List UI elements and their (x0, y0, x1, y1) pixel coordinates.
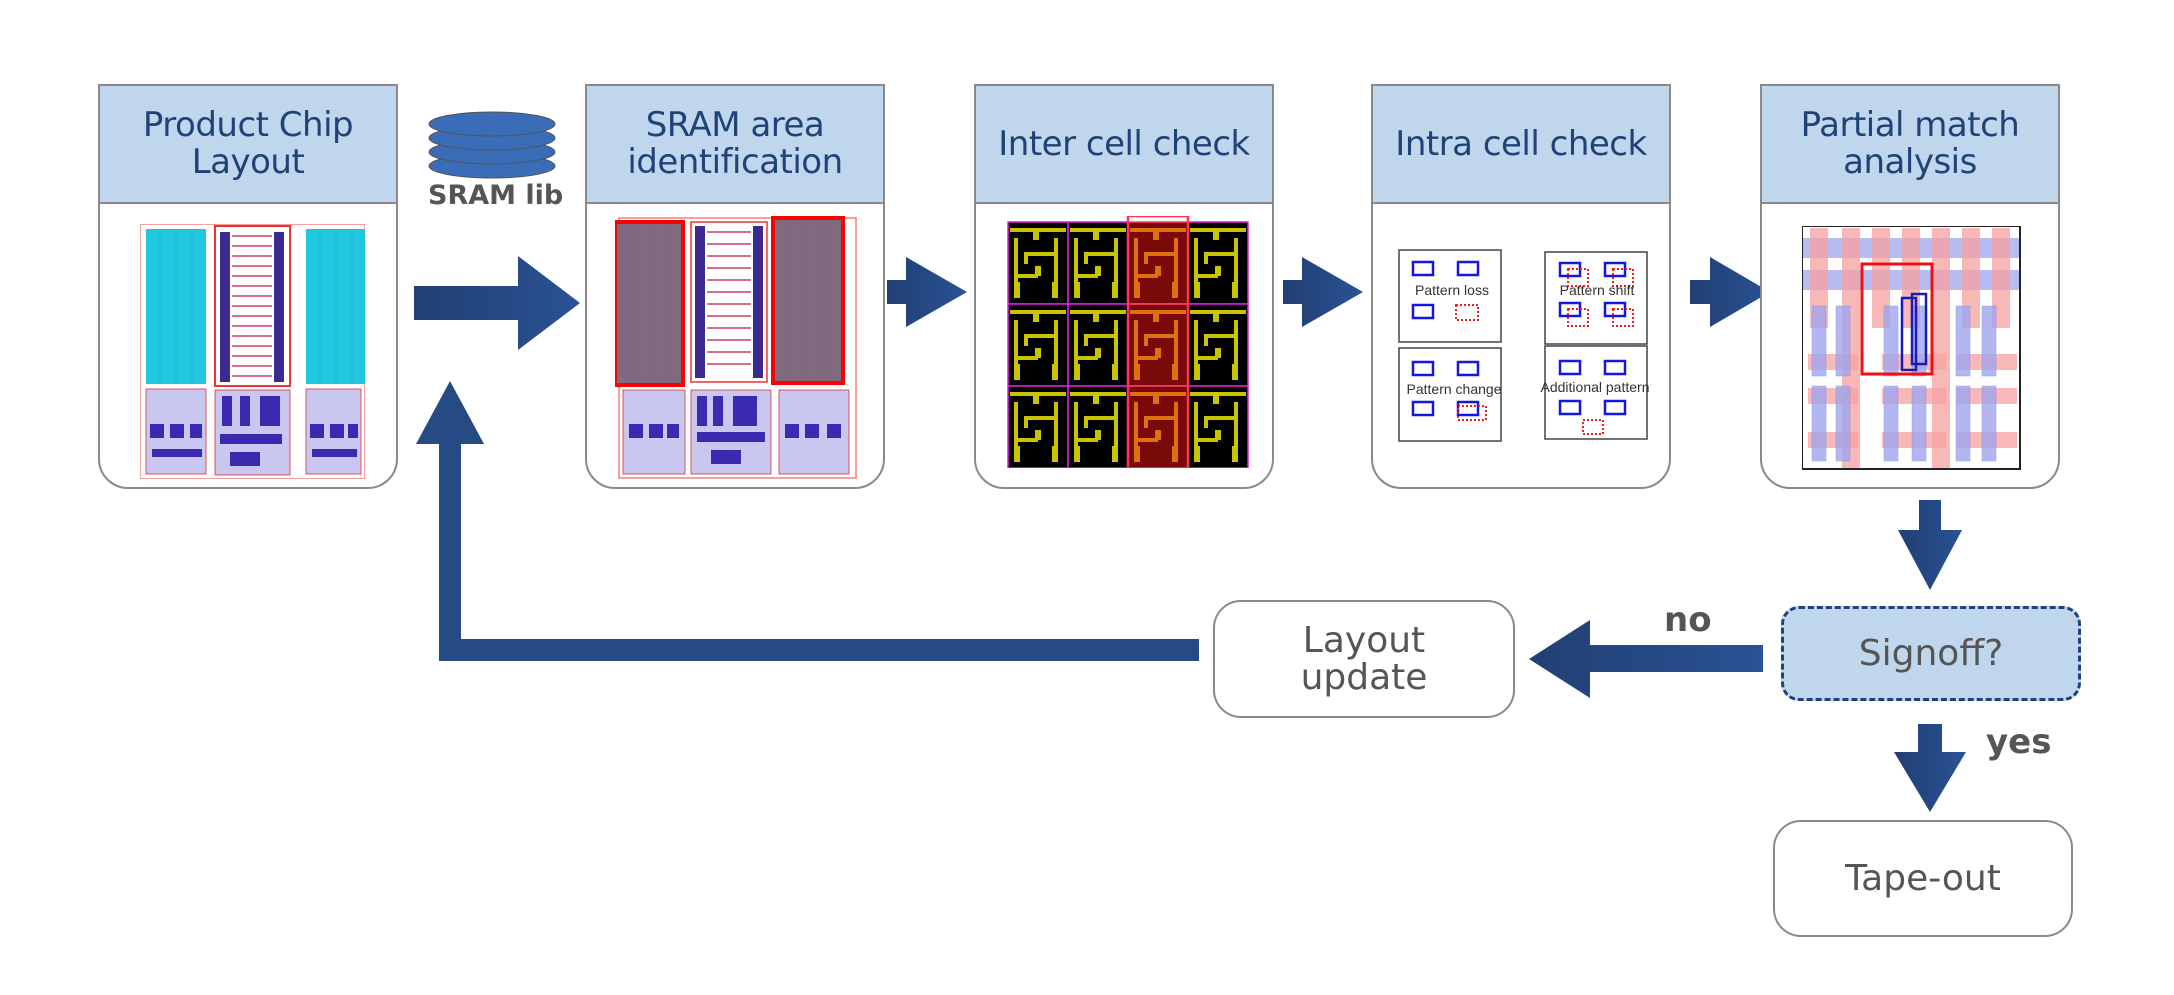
branch-no-label: no (1664, 600, 1712, 640)
arrow-right-3 (1283, 257, 1363, 327)
tape-out-box: Tape-out (1773, 820, 2073, 937)
step-title: SRAM area identification (587, 86, 883, 204)
additional-pattern-label: Additional pattern (1541, 379, 1650, 395)
arrow-right-1 (414, 256, 580, 350)
sram-lib-label: SRAM lib (428, 180, 564, 211)
cell (1127, 303, 1189, 387)
step-title: Inter cell check (976, 86, 1272, 204)
pattern-change-panel (1398, 347, 1502, 442)
cell (1067, 221, 1129, 305)
cell (1127, 221, 1189, 305)
cell (1187, 221, 1249, 305)
pattern-loss-panel (1398, 249, 1502, 343)
step-title: Intra cell check (1373, 86, 1669, 204)
step-intra-cell-check: Intra cell check Pattern loss (1371, 84, 1671, 489)
cell (1187, 385, 1249, 468)
partial-match-layout-image (1802, 226, 2021, 470)
layout-update-box: Layout update (1213, 600, 1515, 718)
cell (1067, 303, 1129, 387)
step-title: Partial match analysis (1762, 86, 2058, 204)
arrow-yes (1894, 724, 1966, 812)
cell (1067, 385, 1129, 468)
step-product-chip-layout: Product Chip Layout (98, 84, 398, 489)
database-icon (428, 111, 556, 179)
signoff-label: Signoff? (1858, 633, 2004, 674)
arrow-right-4 (1690, 257, 1770, 327)
step-sram-area-identification: SRAM area identification (585, 84, 885, 489)
signoff-decision: Signoff? (1781, 606, 2081, 701)
step-title: Product Chip Layout (100, 86, 396, 204)
pattern-change-label: Pattern change (1407, 381, 1502, 397)
cell (1007, 303, 1069, 387)
pattern-shift-label: Pattern shift (1560, 282, 1635, 298)
arrow-down-to-signoff (1898, 500, 1962, 590)
match-region-highlight (1860, 262, 1934, 376)
branch-yes-label: yes (1986, 722, 2052, 762)
layout-update-label: Layout update (1300, 620, 1428, 698)
sram-area-highlighted-image (615, 216, 857, 479)
arrow-right-2 (887, 257, 967, 327)
inter-cell-array-image (1007, 216, 1249, 468)
step-inter-cell-check: Inter cell check (974, 84, 1274, 489)
arrow-no (1529, 620, 1763, 698)
tape-out-label: Tape-out (1845, 858, 2001, 899)
cell (1007, 221, 1069, 305)
step-partial-match-analysis: Partial match analysis (1760, 84, 2060, 489)
pattern-shift-panel (1544, 251, 1648, 345)
pattern-loss-label: Pattern loss (1415, 282, 1489, 298)
cell (1187, 303, 1249, 387)
product-chip-layout-image (140, 224, 365, 479)
intra-cell-patterns-image: Pattern loss Pattern shift Pattern chang… (1398, 249, 1650, 442)
cell (1127, 385, 1189, 468)
cell (1007, 385, 1069, 468)
